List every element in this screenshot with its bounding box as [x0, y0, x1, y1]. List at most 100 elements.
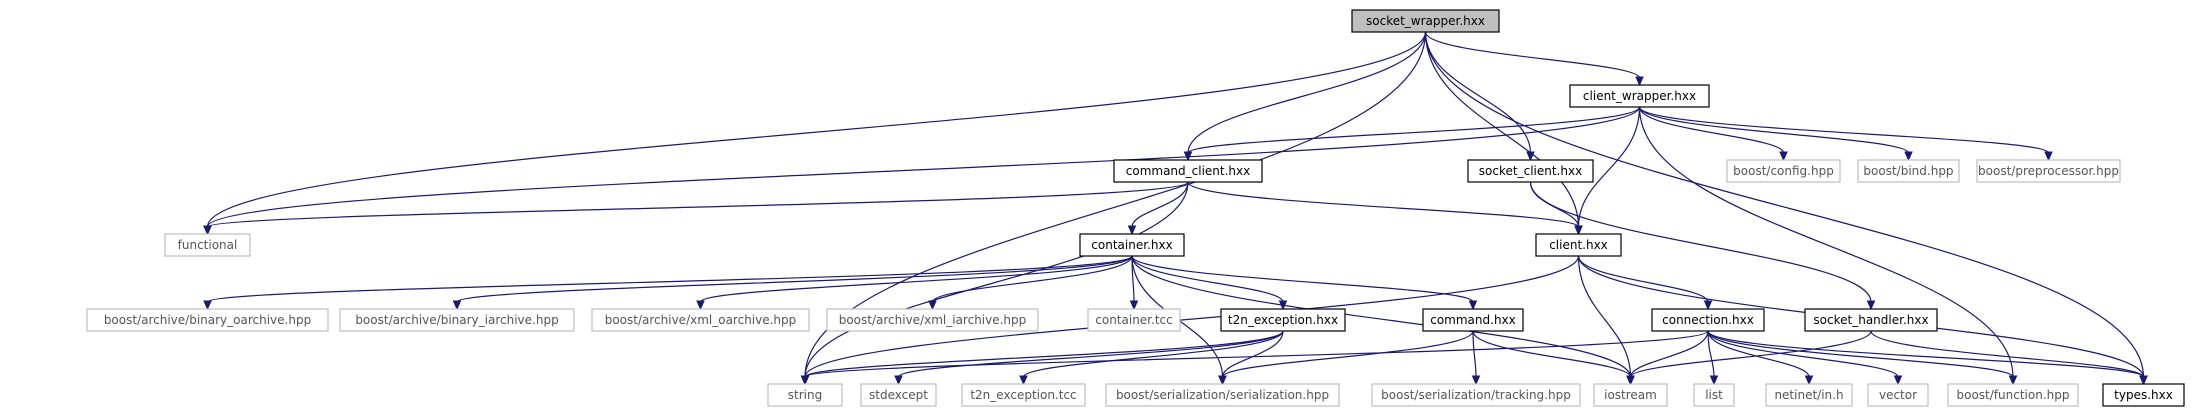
edge-socket-wrapper-hxx-to-command-client-hxx [1183, 31, 1427, 162]
node-boost-config-hpp[interactable]: boost/config.hpp [1726, 159, 1841, 183]
edge-command-client-hxx-to-functional [203, 181, 1189, 236]
node-label: command.hxx [1430, 313, 1516, 327]
node-label: socket_handler.hxx [1813, 313, 1928, 327]
node-box [1765, 383, 1853, 407]
node-box [860, 383, 937, 407]
node-label: client.hxx [1549, 238, 1608, 252]
node-stdexcept[interactable]: stdexcept [860, 383, 937, 407]
node-label: boost/bind.hpp [1863, 164, 1953, 178]
node-label: boost/config.hpp [1733, 164, 1834, 178]
edge-t2n-exception-hxx-to-stdexcept [894, 330, 1284, 386]
node-netinet-in-h[interactable]: netinet/in.h [1765, 383, 1853, 407]
node-box [1804, 308, 1938, 332]
edge-connection-hxx-to-types-hxx [1707, 330, 2148, 386]
node-box [1113, 159, 1263, 183]
node-label: boost/archive/binary_iarchive.hpp [355, 313, 558, 327]
node-t2n-exception-tcc[interactable]: t2n_exception.tcc [961, 383, 1086, 407]
node-socket-wrapper-hxx[interactable]: socket_wrapper.hxx [1351, 9, 1500, 33]
node-label: boost/preprocessor.hpp [1978, 164, 2119, 178]
node-boost-bind-hpp[interactable]: boost/bind.hpp [1857, 159, 1960, 183]
node-box [1857, 159, 1960, 183]
node-command-hxx[interactable]: command.hxx [1422, 308, 1524, 332]
node-label: vector [1879, 388, 1917, 402]
node-client-wrapper-hxx[interactable]: client_wrapper.hxx [1569, 84, 1710, 108]
node-label: types.hxx [2114, 388, 2173, 402]
node-label: container.tcc [1095, 313, 1172, 327]
node-label: client_wrapper.hxx [1583, 89, 1696, 103]
edge-connection-hxx-to-string [800, 330, 1709, 386]
node-box [1351, 9, 1500, 33]
edge-container-hxx-to-command-hxx [1131, 255, 1478, 311]
node-connection-hxx[interactable]: connection.hxx [1651, 308, 1765, 332]
edge-client-hxx-to-connection-hxx [1577, 255, 1713, 311]
edge-command-hxx-to-boost-serialization-serialization-hpp [1218, 330, 1474, 386]
file-nodes: socket_wrapper.hxx client_wrapper.hxxcomm… [86, 9, 2185, 407]
edge-socket-wrapper-hxx-to-client-wrapper-hxx [1424, 31, 1644, 87]
node-label: connection.hxx [1662, 313, 1754, 327]
node-boost-function-hpp[interactable]: boost/function.hpp [1947, 383, 2079, 407]
node-box [1593, 383, 1668, 407]
node-label: stdexcept [869, 388, 928, 402]
edge-connection-hxx-to-list [1707, 330, 1719, 386]
node-box [1651, 308, 1765, 332]
node-label: t2n_exception.tcc [970, 388, 1076, 402]
node-list[interactable]: list [1693, 383, 1735, 407]
node-label: iostream [1604, 388, 1657, 402]
edge-container-hxx-to-container-tcc [1129, 255, 1139, 311]
node-box [1079, 233, 1185, 257]
edge-connection-hxx-to-boost-function-hpp [1707, 330, 2018, 386]
edge-client-wrapper-hxx-to-boost-preprocessor-hpp [1638, 106, 2053, 162]
node-box [1220, 308, 1346, 332]
node-types-hxx[interactable]: types.hxx [2102, 383, 2185, 407]
edge-connection-hxx-to-netinet-in-h [1707, 330, 1814, 386]
node-string[interactable]: string [767, 383, 843, 407]
edge-container-hxx-to-boost-archive-binary-oarchive-hpp [203, 255, 1133, 311]
edge-command-client-hxx-to-client-hxx [1187, 181, 1583, 236]
node-iostream[interactable]: iostream [1593, 383, 1668, 407]
node-box [1693, 383, 1735, 407]
edge-socket-handler-hxx-to-iostream [1626, 330, 1872, 386]
edge-command-client-hxx-to-container-hxx [1127, 181, 1189, 236]
node-client-hxx[interactable]: client.hxx [1535, 233, 1622, 257]
node-functional[interactable]: functional [164, 233, 251, 257]
node-box [1422, 308, 1524, 332]
node-t2n-exception-hxx[interactable]: t2n_exception.hxx [1220, 308, 1346, 332]
node-socket-handler-hxx[interactable]: socket_handler.hxx [1804, 308, 1938, 332]
node-vector[interactable]: vector [1867, 383, 1929, 407]
node-socket-client-hxx[interactable]: socket_client.hxx [1467, 159, 1594, 183]
node-box [86, 308, 329, 332]
node-boost-archive-binary-iarchive-hpp[interactable]: boost/archive/binary_iarchive.hpp [339, 308, 575, 332]
dependency-edges [203, 31, 2148, 386]
node-box [1105, 383, 1340, 407]
edge-socket-client-hxx-to-socket-handler-hxx [1529, 181, 1876, 311]
node-label: boost/archive/binary_oarchive.hpp [104, 313, 311, 327]
node-box [2102, 383, 2185, 407]
node-box [1867, 383, 1929, 407]
node-boost-archive-xml-oarchive-hpp[interactable]: boost/archive/xml_oarchive.hpp [591, 308, 810, 332]
node-box [1976, 159, 2121, 183]
edge-container-hxx-to-boost-archive-xml-iarchive-hpp [928, 255, 1133, 311]
node-label: t2n_exception.hxx [1228, 313, 1338, 327]
node-label: boost/archive/xml_iarchive.hpp [839, 313, 1027, 327]
node-command-client-hxx[interactable]: command_client.hxx [1113, 159, 1263, 183]
edge-client-hxx-to-iostream [1577, 255, 1635, 386]
node-label: boost/archive/xml_oarchive.hpp [605, 313, 797, 327]
edge-client-wrapper-hxx-to-boost-bind-hpp [1638, 106, 1913, 162]
node-container-tcc[interactable]: container.tcc [1087, 308, 1181, 332]
node-boost-archive-xml-iarchive-hpp[interactable]: boost/archive/xml_iarchive.hpp [826, 308, 1039, 332]
edge-connection-hxx-to-vector [1707, 330, 1903, 386]
node-boost-archive-binary-oarchive-hpp[interactable]: boost/archive/binary_oarchive.hpp [86, 308, 329, 332]
node-box [1467, 159, 1594, 183]
node-boost-serialization-tracking-hpp[interactable]: boost/serialization/tracking.hpp [1371, 383, 1581, 407]
node-boost-preprocessor-hpp[interactable]: boost/preprocessor.hpp [1976, 159, 2121, 183]
node-label: socket_wrapper.hxx [1366, 14, 1485, 28]
edge-command-hxx-to-iostream [1472, 330, 1635, 386]
node-container-hxx[interactable]: container.hxx [1079, 233, 1185, 257]
node-box [1535, 233, 1622, 257]
node-label: string [788, 388, 822, 402]
node-label: boost/serialization/tracking.hpp [1381, 388, 1571, 402]
node-boost-serialization-serialization-hpp[interactable]: boost/serialization/serialization.hpp [1105, 383, 1340, 407]
node-box [1569, 84, 1710, 108]
node-box [767, 383, 843, 407]
